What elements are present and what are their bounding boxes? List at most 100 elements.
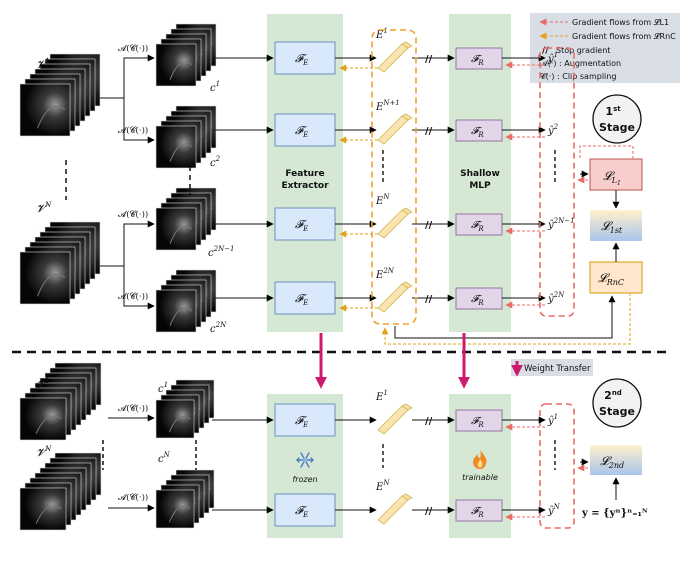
stage1-clip-3-stack [155, 187, 217, 251]
stage1-embedding-label-4: E2N [375, 267, 395, 281]
loss-1st-box: 𝓛1st [590, 210, 642, 241]
stage2-clip-label-1: c1 [158, 381, 168, 395]
gradient-flow-l1-arrow [579, 145, 634, 160]
stage2-embedding-bar-1 [377, 405, 409, 435]
video-stacks [19, 23, 217, 531]
loss-rnc-box: 𝓛RnC [589, 261, 643, 294]
stage1-embedding-bar-2 [377, 115, 409, 145]
stage1-clip-2-stack [155, 105, 217, 169]
stage1-embedding-bar-1 [377, 43, 409, 73]
stage1-prediction-label-2: ŷ2 [547, 123, 559, 137]
stage1-extractor-box-2 [274, 113, 336, 147]
svg-text:1st: 1st [605, 105, 621, 118]
stage2-mlp-label-2: 𝓕R [471, 506, 484, 519]
stage2-aug-label-1: 𝓐(𝓒(·)) [118, 403, 148, 414]
stage1-mlp-label-4: 𝓕R [471, 294, 484, 307]
legend: Gradient flows from 𝓛L1 Gradient flows f… [530, 13, 680, 83]
stage2-clip-n-stack [155, 469, 215, 529]
prediction-dashed-group [539, 47, 575, 317]
stage1-branch-lines [100, 54, 155, 310]
stage1-badge: 1st Stage [592, 94, 642, 144]
stage1-clip-1-stack [155, 23, 217, 87]
trainable-label: trainable [462, 473, 498, 482]
loss-l1-box: 𝓛L1 [589, 158, 643, 191]
shallow-mlp-caption-line2: MLP [469, 181, 491, 191]
stage2-prediction-label-2: ŷN [547, 503, 561, 517]
stage2-embedding-label-1: E1 [375, 389, 388, 403]
stage2-video-1-stack [19, 362, 102, 441]
stage2-badge-number: 2 [604, 389, 612, 402]
stage2-badge: 2nd Stage [592, 378, 642, 428]
stage1-extractor-box-4 [274, 281, 336, 315]
stage1-aug-label-4: 𝓐(𝓒(·)) [118, 291, 148, 302]
feature-extractor-caption-line1: Feature [285, 169, 324, 179]
loss-2nd-box: 𝓛2nd [590, 445, 642, 475]
stage1-extractor-box-1 [274, 41, 336, 75]
stage2-clip-1-stack [155, 379, 215, 439]
stage1-video-bottom-label: 𝓥N [36, 201, 52, 215]
frozen-label: frozen [292, 475, 317, 484]
stage1-mlp-label-3: 𝓕R [471, 220, 484, 233]
stage2-mlp-label-1: 𝓕R [471, 416, 484, 429]
stage1-embedding-label-1: E1 [375, 27, 388, 41]
weight-transfer-label: Weight Transfer [524, 364, 591, 374]
stage2-badge-sup: nd [612, 389, 622, 397]
stage2-embedding-label-2: EN [375, 479, 390, 493]
stage2-extractor-box-1 [274, 403, 336, 437]
shallow-mlp-caption-line1: Shallow [460, 169, 500, 179]
stage1-clip-label-2: c2 [210, 155, 221, 169]
stage1-badge-number: 1 [605, 105, 613, 118]
stage1-embedding-label-2: EN+1 [375, 99, 400, 113]
stage2-extractor-box-2 [274, 493, 336, 527]
stage1-stop-gradient-mark-4: // [425, 294, 433, 305]
stage1-prediction-label-4: ŷ2N [547, 291, 565, 305]
embedding-dashed-group [371, 29, 417, 325]
loss-arrows-stage1 [394, 170, 620, 339]
stage1-stop-gradient-mark-2: // [425, 126, 433, 137]
stage2-video-bottom-label: 𝓥N [36, 445, 52, 459]
stage1-stop-gradient-mark-3: // [425, 220, 433, 231]
stage2-badge-word: Stage [599, 405, 635, 418]
stage2-stop-gradient-mark-1: // [425, 416, 433, 427]
stage2-embedding-bar-2 [377, 495, 409, 525]
stage1-mlp-label-2: 𝓕R [471, 126, 484, 139]
weight-transfer-legend: Weight Transfer [511, 359, 593, 377]
stage1-aug-label-1: 𝓐(𝓒(·)) [118, 43, 148, 54]
stage1-extractor-box-3 [274, 207, 336, 241]
stage1-clip-label-1: c1 [210, 80, 220, 94]
stage1-stop-gradient-mark-1: // [425, 54, 433, 65]
legend-gradient-rnc: Gradient flows from 𝓛RnC [572, 31, 676, 41]
stage1-clip-label-4: c2N [210, 321, 227, 335]
stage1-embedding-bar-3 [377, 209, 409, 239]
snowflake-icon [296, 452, 314, 468]
legend-clip-sampling: 𝓒(·) : Clip sampling [540, 72, 616, 81]
flame-icon [473, 450, 487, 469]
stage1-clip-label-3: c2N−1 [208, 245, 235, 259]
legend-augmentation: 𝓐(·) : Augmentation [540, 59, 621, 68]
stage1-badge-sup: st [613, 105, 621, 113]
stage2-stop-gradient-mark-2: // [425, 506, 433, 517]
target-formula: y = {yⁿ}ⁿ₌₁ᴺ [581, 508, 648, 519]
stage1-clip-4-stack [155, 269, 217, 333]
legend-gradient-l1: Gradient flows from 𝓛L1 [572, 17, 669, 27]
stage1-aug-label-3: 𝓐(𝓒(·)) [118, 209, 148, 220]
stage2-prediction-label-1: ŷ1 [547, 413, 558, 427]
legend-stop-gradient-symbol: // [542, 46, 549, 56]
stage1-prediction-label-3: ŷ2N−1 [547, 217, 575, 231]
stage2-video-n-stack [19, 452, 102, 531]
stage1-video-1-stack [19, 53, 101, 137]
legend-stop-gradient: Stop gradient [556, 46, 610, 55]
stage1-video-n-stack [19, 221, 101, 305]
stage1-embedding-bar-4 [377, 283, 409, 313]
gradient-flow-rnc-arrow [381, 293, 631, 345]
stage2-aug-label-2: 𝓐(𝓒(·)) [118, 492, 148, 503]
